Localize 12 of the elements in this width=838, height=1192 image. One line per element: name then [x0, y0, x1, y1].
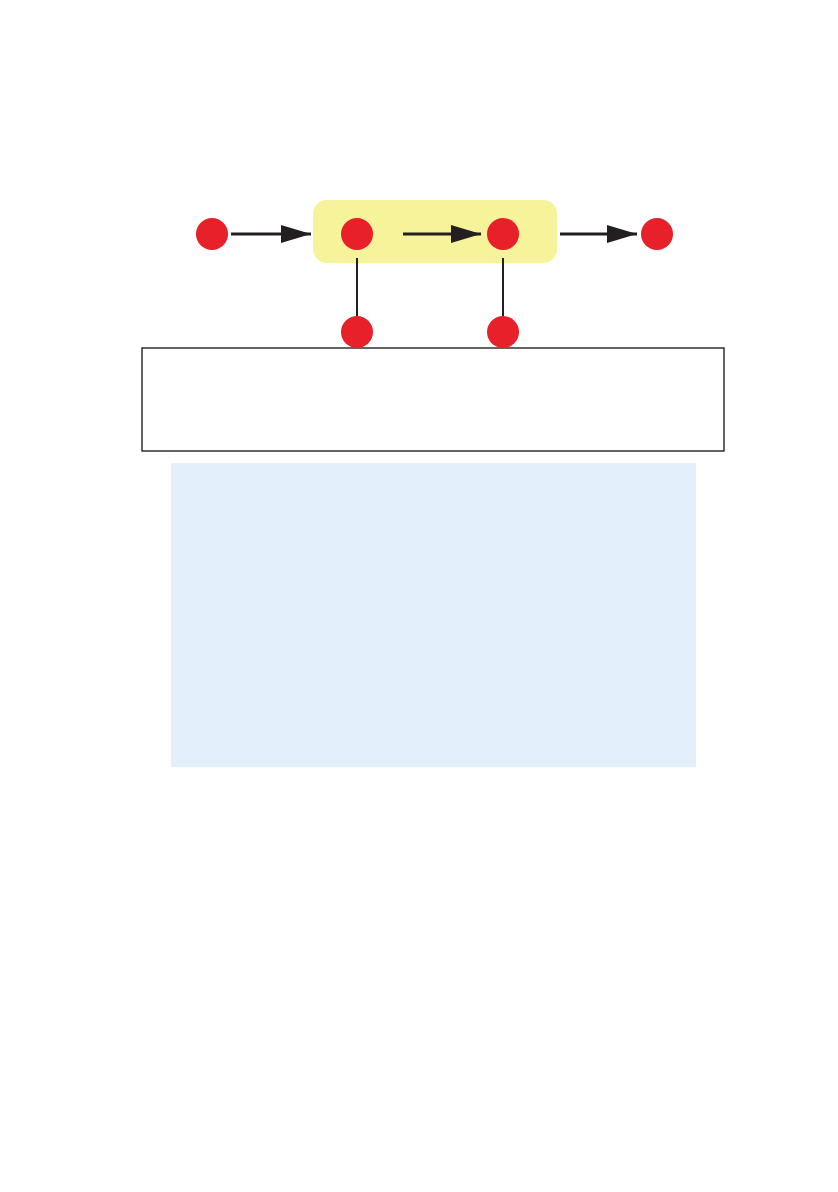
connector-line [502, 257, 504, 317]
circle-node [641, 218, 673, 250]
circle-node [487, 316, 519, 348]
arrow [560, 225, 637, 243]
connector-line [356, 257, 358, 317]
arrow [231, 225, 311, 243]
circle-node [341, 316, 373, 348]
circle-node [341, 218, 373, 250]
circle-node [196, 218, 228, 250]
highlight-band [313, 200, 557, 263]
circle-node [487, 218, 519, 250]
arrow [403, 225, 481, 243]
